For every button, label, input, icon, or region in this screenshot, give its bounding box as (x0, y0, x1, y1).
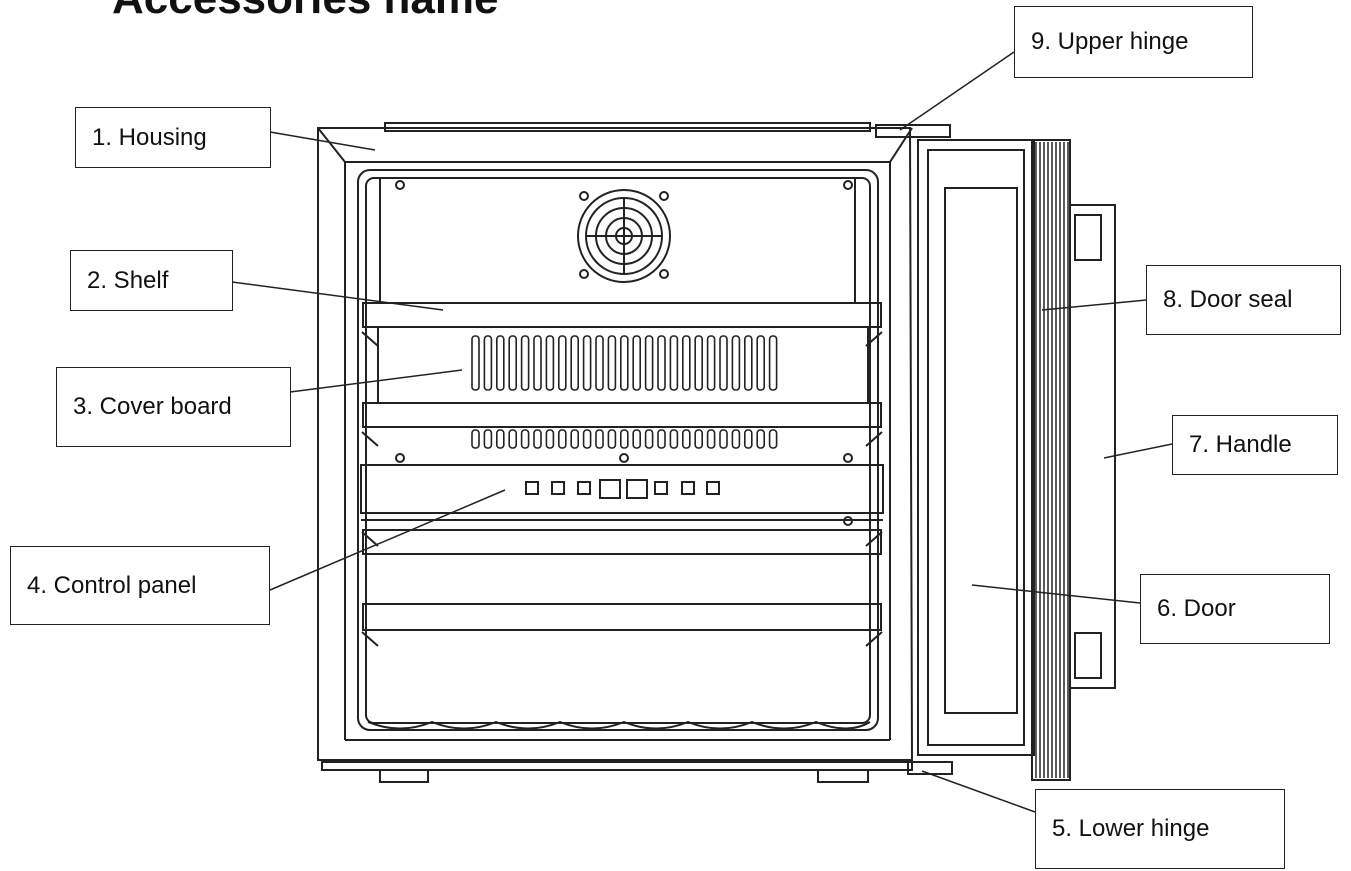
vent-slot (706, 335, 716, 391)
vent-slot (669, 335, 679, 391)
vent-slot (657, 335, 666, 391)
vent-slot (681, 335, 691, 391)
label-housing: 1. Housing (75, 107, 271, 168)
leader-housing (269, 131, 376, 151)
label-door: 6. Door (1140, 574, 1330, 644)
vent-slot (706, 429, 716, 449)
vent-slot (632, 335, 642, 391)
leader-lower-hinge (921, 770, 1036, 813)
upper-hinge (875, 124, 951, 138)
vent-slot (619, 335, 629, 391)
vent-slot (557, 335, 567, 391)
vent-slot (743, 429, 753, 449)
vent-slot (644, 429, 654, 449)
leader-door-seal (1041, 299, 1147, 311)
label-lower-hinge: 5. Lower hinge (1035, 789, 1285, 869)
label-door-seal: 8. Door seal (1146, 265, 1341, 335)
lower-hinge (907, 761, 953, 775)
vent-slot (595, 335, 604, 391)
vent-slot (756, 335, 766, 391)
shelf-4 (362, 603, 882, 631)
vent-slot (545, 335, 555, 391)
leader-door (971, 584, 1141, 604)
vent-slot (495, 429, 505, 449)
control-band (360, 464, 884, 514)
vent-slot (694, 429, 704, 449)
vent-slot (508, 429, 518, 449)
vent-slot (756, 429, 766, 449)
inner-cavity (357, 169, 879, 731)
page-title: Accessories name (112, 0, 498, 24)
leader-control-panel (269, 489, 506, 591)
door-seal (1031, 139, 1071, 781)
shelf-3 (362, 529, 882, 555)
leader-shelf (231, 281, 444, 311)
label-control-panel: 4. Control panel (10, 546, 270, 625)
label-upper-hinge: 9. Upper hinge (1014, 6, 1253, 78)
shelf-2 (362, 402, 882, 428)
vent-slot (632, 429, 642, 449)
vent-slot (508, 335, 518, 391)
vent-slot (471, 335, 480, 391)
vent-slot (619, 429, 629, 449)
door-frame (917, 139, 1035, 756)
vent-slot (743, 335, 753, 391)
vent-slot (520, 429, 530, 449)
door-glass (944, 187, 1018, 714)
bottom-rack (367, 720, 871, 730)
vent-slot (495, 335, 505, 391)
vent-slot (719, 429, 728, 449)
vent-slot (607, 429, 617, 449)
vent-slot (557, 429, 567, 449)
vent-slot (694, 335, 704, 391)
vent-slot (533, 429, 542, 449)
vent-slot (607, 335, 617, 391)
vent-slot (669, 429, 679, 449)
label-cover-board: 3. Cover board (56, 367, 291, 447)
vent-slot (719, 335, 728, 391)
vent-slot (570, 429, 580, 449)
vent-slot (582, 335, 592, 391)
vent-slot (471, 429, 480, 449)
vent-slot (582, 429, 592, 449)
leader-handle (1103, 443, 1173, 459)
handle (1070, 204, 1116, 689)
foot-left (379, 769, 429, 783)
label-handle: 7. Handle (1172, 415, 1338, 475)
label-shelf: 2. Shelf (70, 250, 233, 311)
vent-slot (768, 429, 778, 449)
vent-slot (520, 335, 530, 391)
vent-slot (644, 335, 654, 391)
vent-slot (595, 429, 604, 449)
vent-slot (681, 429, 691, 449)
vent-slot (768, 335, 778, 391)
foot-right (817, 769, 869, 783)
cover-board (377, 326, 869, 404)
vent-slot (483, 429, 493, 449)
shelf-1 (362, 302, 882, 328)
leader-cover-board (289, 369, 463, 393)
fan (577, 189, 671, 283)
vent-slot (731, 429, 741, 449)
vent-slot (545, 429, 555, 449)
vent-slot (570, 335, 580, 391)
vent-slot (657, 429, 666, 449)
leader-upper-hinge (899, 51, 1015, 131)
vent-slot (533, 335, 542, 391)
vent-slot (483, 335, 493, 391)
vent-slot (731, 335, 741, 391)
